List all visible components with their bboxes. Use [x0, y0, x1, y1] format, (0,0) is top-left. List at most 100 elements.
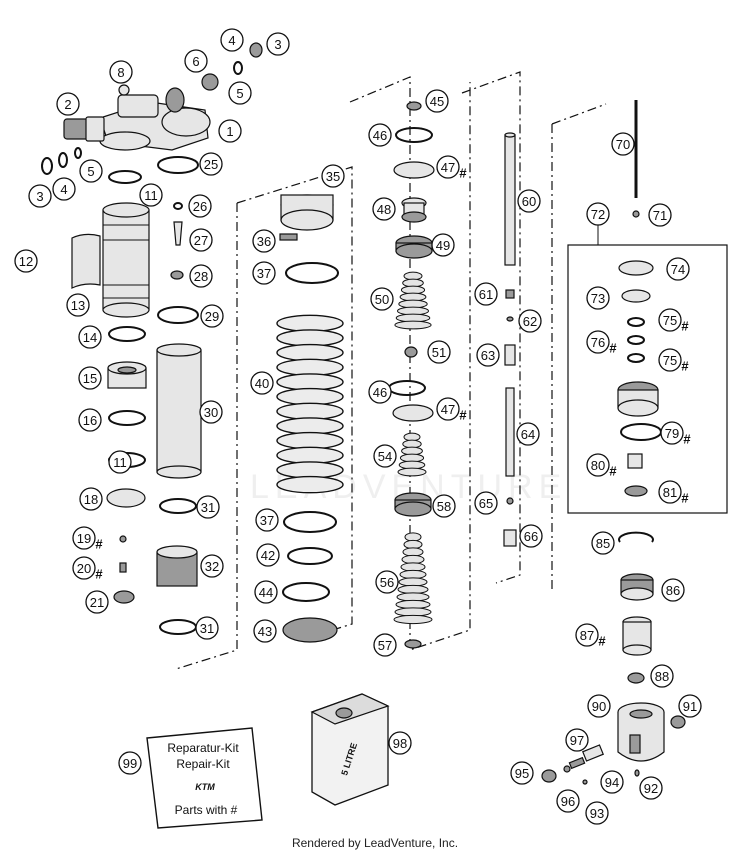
washer-81 [624, 485, 648, 497]
callout-26: 26 [188, 194, 212, 218]
spring-collar-35 [280, 194, 334, 231]
ring-31b [159, 619, 197, 635]
callout-29: 29 [200, 304, 224, 328]
callout-number: 49 [436, 238, 450, 253]
callout-58: 58 [432, 494, 456, 518]
head-washers-left [41, 147, 82, 175]
washer-88 [627, 672, 645, 684]
ring-29 [157, 306, 199, 324]
callout-11: 11 [139, 183, 163, 207]
callout-number: 48 [377, 202, 391, 217]
callout-99: 99 [118, 751, 142, 775]
callout-number: 97 [570, 733, 584, 748]
callout-number: 5 [236, 86, 243, 101]
callout-47: 47# [436, 155, 467, 181]
ring-37a [285, 262, 339, 284]
spring-coil [276, 329, 344, 347]
bush-63 [504, 344, 516, 366]
callout-number: 75 [663, 353, 677, 368]
callout-number: 11 [113, 455, 127, 470]
callout-49: 49 [431, 233, 455, 257]
repair-kit-mark: # [459, 408, 467, 423]
rod-64 [505, 387, 515, 477]
callout-number: 96 [561, 794, 575, 809]
callout-number: 88 [655, 669, 669, 684]
callout-31: 31 [196, 495, 220, 519]
callout-37: 37 [255, 508, 279, 532]
callout-number: 14 [83, 330, 97, 345]
callout-number: 43 [258, 624, 272, 639]
callout-number: 31 [200, 621, 214, 636]
callout-3: 3 [266, 32, 290, 56]
valve-body-part [617, 381, 659, 417]
bush-47a [393, 161, 435, 179]
clevis-90 [617, 702, 665, 762]
callout-number: 56 [380, 575, 394, 590]
callout-number: 1 [226, 124, 233, 139]
spring-seat-43 [282, 617, 338, 643]
piston-rod-60 [504, 132, 516, 266]
callout-1: 1 [218, 119, 242, 143]
callout-57: 57 [373, 633, 397, 657]
callout-number: 5 [87, 164, 94, 179]
callout-number: 46 [373, 128, 387, 143]
repair-kit-mark: # [683, 432, 691, 447]
ring-31a [159, 498, 197, 514]
callout-number: 8 [117, 65, 124, 80]
callout-number: 90 [592, 699, 606, 714]
spring-coil [276, 461, 344, 479]
callout-layer: 1233445568111112131415161819#20#21252627… [14, 28, 702, 825]
ring-42 [287, 547, 333, 565]
callout-number: 32 [205, 559, 219, 574]
ring-75a [627, 317, 645, 327]
callout-88: 88 [650, 664, 674, 688]
spring-coil [276, 431, 344, 450]
callout-number: 15 [83, 371, 97, 386]
callout-number: 51 [432, 345, 446, 360]
callout-15: 15 [78, 366, 102, 390]
ring-46a [395, 127, 433, 143]
body-87 [622, 616, 652, 656]
callout-number: 73 [591, 291, 605, 306]
callout-number: 30 [204, 405, 218, 420]
callout-number: 91 [683, 699, 697, 714]
repair-kit-line3: Parts with # [175, 803, 238, 817]
callout-61: 61 [474, 282, 498, 306]
callout-76: 76# [586, 330, 617, 356]
callout-number: 58 [437, 499, 451, 514]
head-washers-right [201, 42, 263, 91]
callout-number: 25 [204, 157, 218, 172]
shim-stack-56 [393, 532, 433, 625]
cap-32 [156, 545, 198, 587]
callout-56: 56 [375, 570, 399, 594]
ring-46b [388, 380, 426, 396]
shim-stack-50 [394, 271, 432, 330]
callout-number: 92 [644, 781, 658, 796]
callout-93: 93 [585, 801, 609, 825]
callout-number: 21 [90, 595, 104, 610]
callout-86: 86 [661, 578, 685, 602]
shim-stack-54 [397, 432, 427, 477]
callout-number: 20 [77, 561, 91, 576]
callout-21: 21 [85, 590, 109, 614]
callout-number: 3 [274, 37, 281, 52]
nut-45 [406, 101, 422, 111]
callout-47: 47# [436, 397, 467, 423]
spring-coil [276, 446, 344, 465]
ring-96 [563, 765, 571, 773]
callout-number: 46 [373, 385, 387, 400]
callout-32: 32 [200, 554, 224, 578]
needle-27 [173, 221, 183, 246]
ring-16 [108, 410, 146, 426]
ring-37b [283, 511, 337, 533]
shock-body-30 [156, 343, 202, 479]
callout-number: 57 [378, 638, 392, 653]
callout-number: 65 [479, 496, 493, 511]
callout-number: 31 [201, 500, 215, 515]
callout-90: 90 [587, 694, 611, 718]
bush-28 [170, 270, 184, 280]
callout-number: 3 [36, 189, 43, 204]
ring-65 [506, 497, 514, 505]
callout-51: 51 [427, 340, 451, 364]
ring-25 [157, 156, 199, 174]
